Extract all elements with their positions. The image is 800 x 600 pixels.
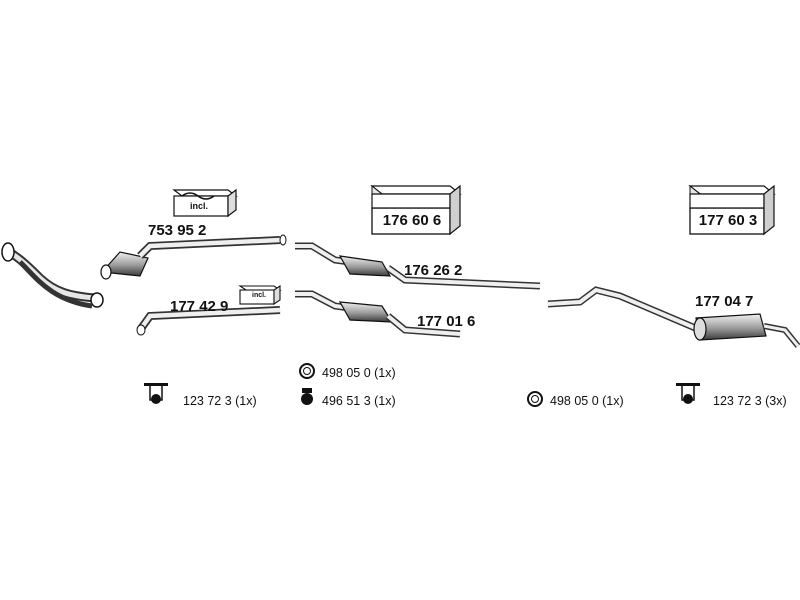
set-number-1: 176 60 6 <box>382 212 442 229</box>
rear-muffler <box>547 286 800 348</box>
kit-box-icon-2 <box>688 184 776 236</box>
rubber-hanger-icon-right <box>676 383 700 404</box>
center-muffler-lower <box>295 290 461 338</box>
intermediate-pipe-lower <box>136 306 281 336</box>
rubber-hanger-icon-left <box>144 383 168 404</box>
part-number-muffler-upper: 176 26 2 <box>404 262 463 279</box>
part-number-rear-muffler: 177 04 7 <box>695 293 754 310</box>
clamp-icon-center <box>301 388 313 405</box>
center-muffler-upper <box>295 242 541 290</box>
front-pipe <box>1 242 104 309</box>
kit-box-icon-small-1 <box>172 188 238 218</box>
catalytic-converter <box>100 234 287 280</box>
part-number-catalytic: 753 95 2 <box>148 222 207 239</box>
part-number-pipe-lower: 177 42 9 <box>170 298 229 315</box>
accessory-hanger-right: 123 72 3 (3x) <box>713 394 787 408</box>
incl-tag-1: incl. <box>190 201 209 211</box>
incl-tag-2: incl. <box>252 292 267 299</box>
kit-box-icon-small-2 <box>238 284 282 306</box>
set-number-2: 177 60 3 <box>698 212 758 229</box>
accessory-hanger-left: 123 72 3 (1x) <box>183 394 257 408</box>
ring-icon-right <box>527 391 543 407</box>
part-number-muffler-lower: 177 01 6 <box>417 313 476 330</box>
accessory-ring-center: 498 05 0 (1x) <box>322 366 396 380</box>
accessory-ring-right: 498 05 0 (1x) <box>550 394 624 408</box>
kit-box-icon-1 <box>370 184 462 236</box>
accessory-clamp-center: 496 51 3 (1x) <box>322 394 396 408</box>
ring-icon-center <box>299 363 315 379</box>
